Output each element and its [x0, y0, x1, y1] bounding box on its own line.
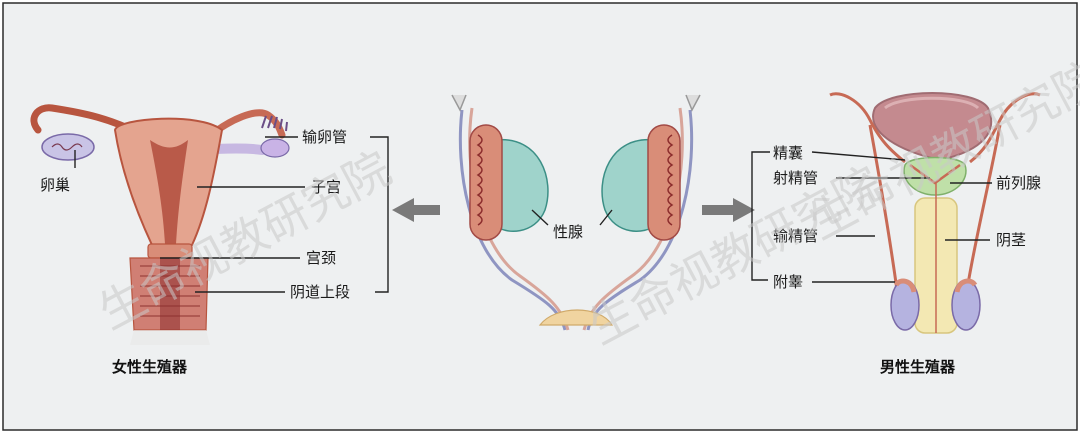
label-uterus: 子宫: [311, 178, 341, 196]
label-epididymis: 附睾: [773, 273, 803, 291]
label-vagina-upper: 阴道上段: [290, 283, 350, 301]
arrow-left-icon: [392, 198, 440, 222]
label-vas-deferens: 输精管: [773, 227, 818, 245]
label-ovary: 卵巢: [40, 176, 70, 194]
male-organs-illustration: [829, 92, 1041, 334]
label-cervix: 宫颈: [306, 249, 336, 267]
label-gonad: 性腺: [553, 223, 583, 241]
arrow-right-icon: [702, 198, 755, 222]
ovary-illustration: [41, 133, 95, 161]
bladder-illustration: [872, 92, 993, 162]
male-caption: 男性生殖器: [880, 358, 956, 376]
female-organs-illustration: [30, 104, 290, 345]
label-oviduct: 输卵管: [302, 128, 347, 146]
leader-gonad-right: [599, 209, 613, 226]
label-seminal-vesicle: 精囊: [773, 144, 803, 162]
gonad-illustration: [451, 94, 701, 331]
male-leader-lines: [751, 151, 992, 283]
label-prostate: 前列腺: [996, 174, 1041, 192]
leader-gonad-left: [531, 209, 549, 226]
female-leader-lines: [74, 136, 389, 293]
female-caption: 女性生殖器: [112, 358, 188, 376]
label-penis: 阴茎: [996, 231, 1026, 249]
label-ejaculatory-duct: 射精管: [773, 169, 818, 187]
